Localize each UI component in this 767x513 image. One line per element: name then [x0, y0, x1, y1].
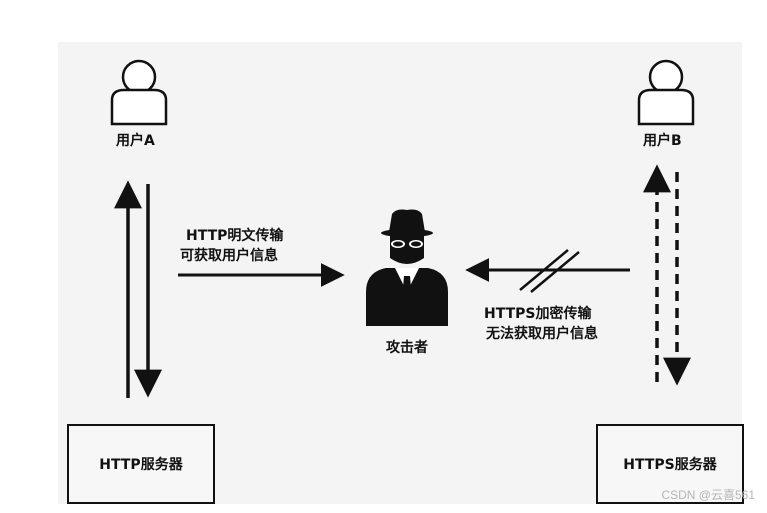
watermark: CSDN @云喜561: [661, 488, 755, 502]
block-slash-icon: [519, 249, 580, 293]
https-edge-label-line1: HTTPS加密传输: [484, 306, 592, 322]
https-edge-label-line2: 无法获取用户信息: [486, 326, 598, 342]
user-b-label: 用户B: [643, 133, 682, 149]
https-server-label: HTTPS服务器: [623, 457, 717, 473]
user-a-label: 用户A: [116, 133, 155, 149]
attacker-icon: [366, 209, 448, 326]
https-server-box: HTTPS服务器: [596, 424, 744, 504]
http-server-label: HTTP服务器: [99, 457, 183, 473]
http-edge-label-line1: HTTP明文传输: [186, 228, 284, 244]
http-edge-label-line2: 可获取用户信息: [180, 248, 278, 264]
user-b-icon: [637, 59, 695, 126]
user-a-icon: [110, 59, 168, 126]
attacker-label: 攻击者: [386, 340, 428, 356]
http-server-box: HTTP服务器: [67, 424, 215, 504]
